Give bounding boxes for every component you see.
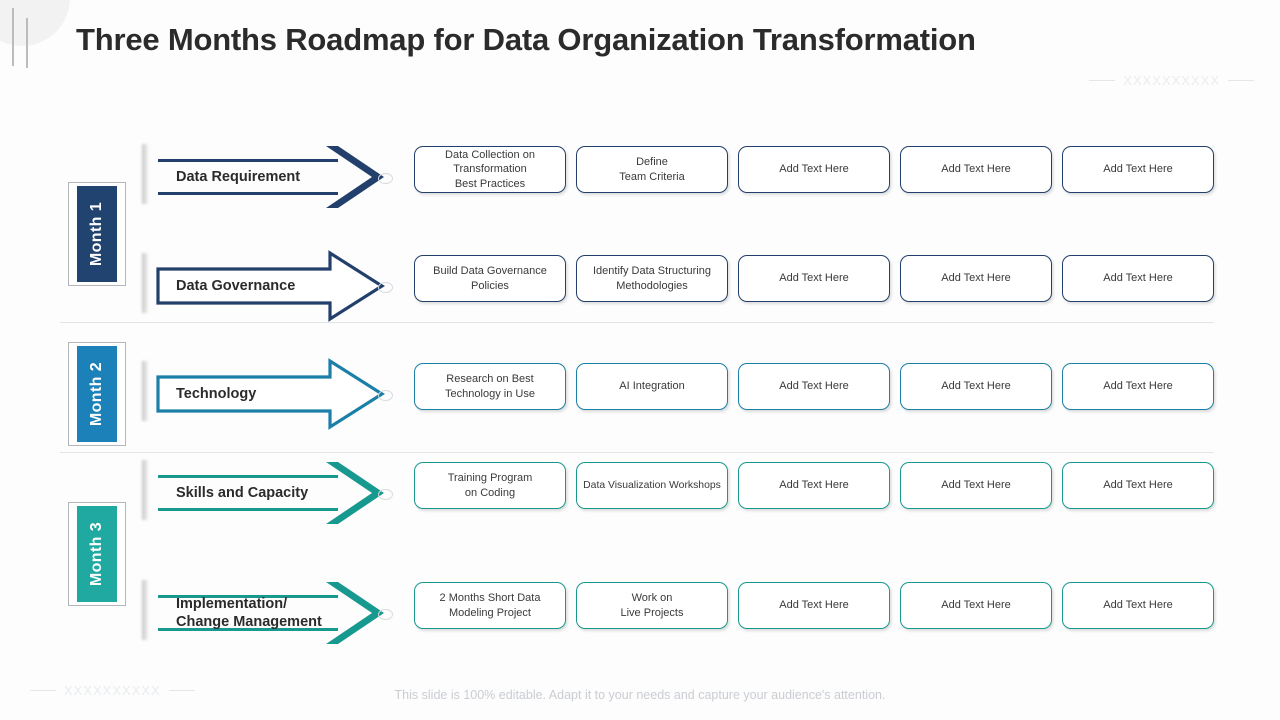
watermark-dash-left <box>30 690 56 691</box>
content-box[interactable]: Training Program on Coding <box>414 462 566 509</box>
roadmap-row: Skills and Capacity Training Program on C… <box>140 460 1280 524</box>
month-badge-label: Month 1 <box>88 201 105 267</box>
watermark-top-right: XXXXXXXXXX <box>1089 73 1254 88</box>
content-box[interactable]: Build Data Governance Policies <box>414 255 566 302</box>
row-label: Skills and Capacity <box>176 484 309 501</box>
decorative-corner-circle <box>0 0 70 46</box>
content-box[interactable]: Add Text Here <box>900 363 1052 410</box>
content-box[interactable]: Define Team Criteria <box>576 146 728 193</box>
roadmap-row: Implementation/ Change Management 2 Month… <box>140 580 1280 644</box>
row-connector-dot <box>378 489 393 500</box>
content-box[interactable]: Add Text Here <box>738 255 890 302</box>
row-arrow-shadow <box>142 144 149 204</box>
content-box[interactable]: Add Text Here <box>900 582 1052 629</box>
content-box[interactable]: Add Text Here <box>900 146 1052 193</box>
row-arrow: Data Governance <box>140 249 392 323</box>
month-badge-label: Month 2 <box>88 361 105 427</box>
watermark-dash-right <box>1228 80 1254 81</box>
row-arrow: Technology <box>140 357 392 431</box>
content-box[interactable]: Add Text Here <box>1062 462 1214 509</box>
month-badge-fill: Month 3 <box>77 506 117 602</box>
footer-note: This slide is 100% editable. Adapt it to… <box>394 688 886 702</box>
content-box[interactable]: Data Visualization Workshops <box>576 462 728 509</box>
row-arrow-shadow <box>142 361 149 421</box>
content-box[interactable]: Add Text Here <box>1062 582 1214 629</box>
content-box[interactable]: Add Text Here <box>738 363 890 410</box>
roadmap-row: Data Governance Build Data Governance Pol… <box>140 250 1280 322</box>
row-arrow: Skills and Capacity <box>140 456 392 530</box>
month-badge-3: Month 3 <box>68 502 126 606</box>
row-arrow-shadow <box>142 460 149 520</box>
row-connector-dot <box>378 173 393 184</box>
watermark-dash-left <box>1089 80 1116 81</box>
watermark-text: XXXXXXXXXX <box>64 683 161 698</box>
content-box[interactable]: Add Text Here <box>738 146 890 193</box>
roadmap-row: Data Requirement Data Collection on Trans… <box>140 144 1280 208</box>
decorative-rule-left-inner <box>26 18 28 68</box>
content-box[interactable]: Add Text Here <box>738 582 890 629</box>
row-arrow-shadow <box>142 253 149 313</box>
content-box[interactable]: Work on Live Projects <box>576 582 728 629</box>
content-box[interactable]: Identify Data Structuring Methodologies <box>576 255 728 302</box>
group-separator-2 <box>60 452 1214 453</box>
content-box[interactable]: Add Text Here <box>1062 363 1214 410</box>
month-badge-label: Month 3 <box>88 521 105 587</box>
month-badge-1: Month 1 <box>68 182 126 286</box>
row-label: Data Requirement <box>176 168 301 185</box>
row-connector-dot <box>378 282 393 293</box>
row-arrow: Data Requirement <box>140 140 392 214</box>
content-box[interactable]: 2 Months Short Data Modeling Project <box>414 582 566 629</box>
row-connector-dot <box>378 609 393 620</box>
content-box[interactable]: Add Text Here <box>738 462 890 509</box>
month-badge-fill: Month 2 <box>77 346 117 442</box>
page-title: Three Months Roadmap for Data Organizati… <box>76 22 976 57</box>
roadmap-row: Technology Research on Best Technology in… <box>140 358 1280 430</box>
content-box[interactable]: Add Text Here <box>1062 255 1214 302</box>
content-box[interactable]: Research on Best Technology in Use <box>414 363 566 410</box>
group-separator-1 <box>60 322 1214 323</box>
watermark-dash-right <box>168 690 195 691</box>
row-arrow-shadow <box>142 580 149 640</box>
watermark-bottom-left: XXXXXXXXXX <box>30 683 195 698</box>
content-box[interactable]: Data Collection on Transformation Best P… <box>414 146 566 193</box>
row-arrow: Implementation/ Change Management <box>140 576 392 650</box>
content-box[interactable]: AI Integration <box>576 363 728 410</box>
row-label: Data Governance <box>176 277 296 294</box>
content-box[interactable]: Add Text Here <box>900 255 1052 302</box>
decorative-rule-left-outer <box>12 8 14 66</box>
watermark-text: XXXXXXXXXX <box>1123 73 1220 88</box>
row-label: Implementation/ Change Management <box>176 595 322 630</box>
month-badge-fill: Month 1 <box>77 186 117 282</box>
content-box[interactable]: Add Text Here <box>1062 146 1214 193</box>
row-connector-dot <box>378 390 393 401</box>
month-badge-2: Month 2 <box>68 342 126 446</box>
row-label: Technology <box>176 385 257 402</box>
row-box-group: Data Collection on Transformation Best P… <box>414 146 1214 193</box>
content-box[interactable]: Add Text Here <box>900 462 1052 509</box>
